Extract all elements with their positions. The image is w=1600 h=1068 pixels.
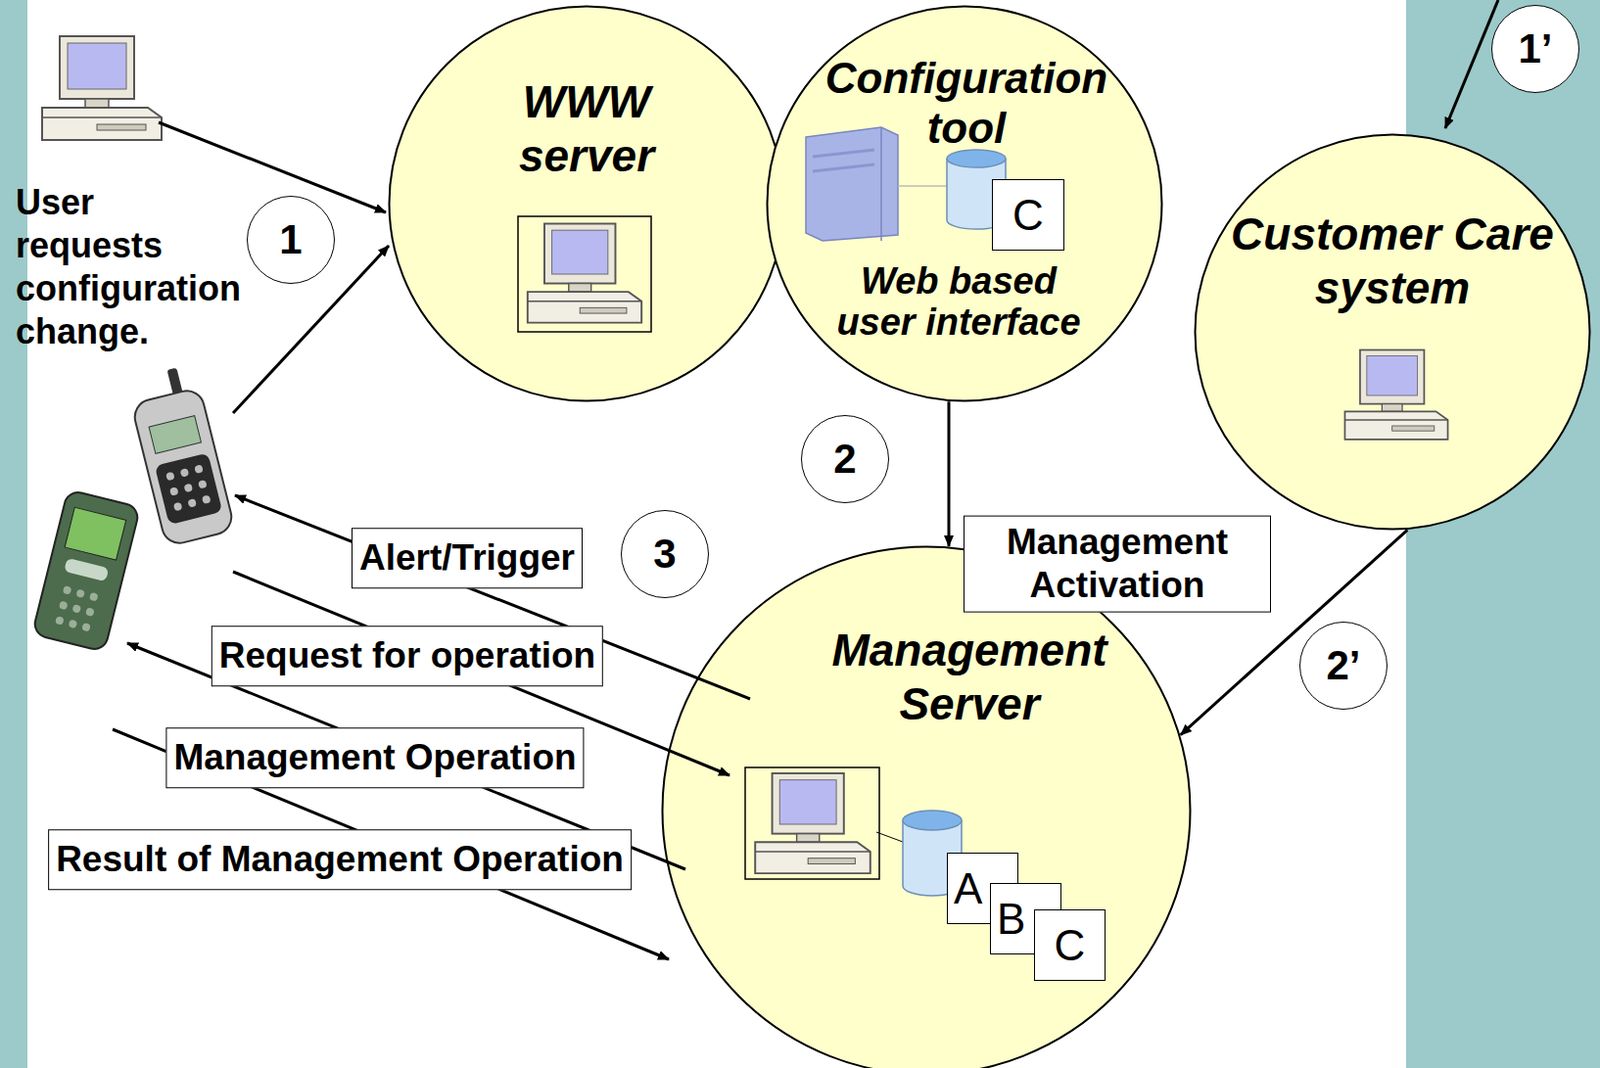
system-title: WWW server xyxy=(454,75,719,184)
system-title: Configuration tool xyxy=(804,53,1129,153)
circle-outline xyxy=(1193,133,1592,531)
callout-number: 3 xyxy=(620,510,709,599)
data-box: C xyxy=(991,179,1065,251)
annotation: User requests configuration change. xyxy=(15,181,249,354)
connector xyxy=(946,401,950,547)
message-label: Request for operation xyxy=(211,625,604,687)
message-label: Alert/Trigger xyxy=(351,527,583,589)
system-title: Management Server xyxy=(788,623,1151,732)
box-letter: C xyxy=(1054,924,1086,968)
circle-outline xyxy=(660,545,1192,1068)
pc-icon xyxy=(42,36,162,141)
system-circle: Management ServerABC xyxy=(660,545,1192,1068)
side-band xyxy=(0,0,28,1068)
box-letter: A xyxy=(953,867,983,911)
data-box: C xyxy=(1034,909,1106,982)
system-title: Customer Care system xyxy=(1211,207,1574,316)
box-letter: C xyxy=(1012,193,1044,237)
message-label: Result of Management Operation xyxy=(47,829,632,891)
system-circle: Customer Care system xyxy=(1193,133,1592,531)
circle-outline xyxy=(387,4,786,403)
mobile-phone xyxy=(125,363,236,547)
box-letter: B xyxy=(996,897,1026,942)
message-label: Management Operation xyxy=(165,727,584,789)
system-subtitle: Web based user interface xyxy=(821,261,1096,344)
system-circle: WWW server xyxy=(387,4,786,403)
mobile-phone xyxy=(32,489,142,653)
callout-number: 1’ xyxy=(1491,4,1580,94)
callout-number: 1 xyxy=(246,195,335,284)
edge-label: Management Activation xyxy=(963,516,1271,613)
callout-number: 2’ xyxy=(1299,621,1388,710)
callout-number: 2 xyxy=(800,415,890,504)
